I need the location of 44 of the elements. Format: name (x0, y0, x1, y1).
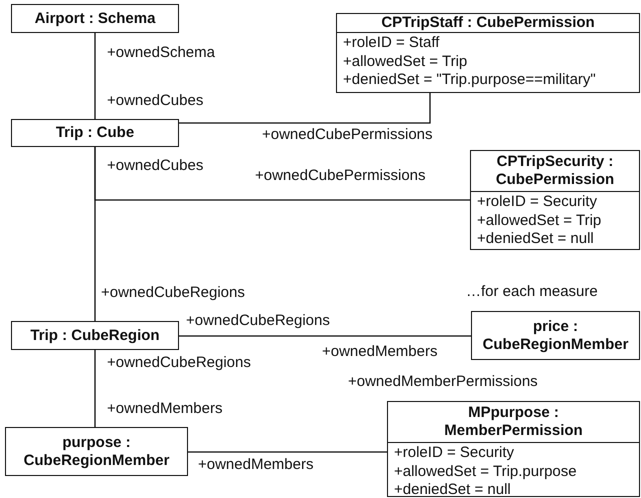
object-name: purpose : CubeRegionMember (22, 434, 170, 470)
object-name: CPTripSecurity : CubePermission (496, 153, 614, 188)
role-name: +ownedSchema (107, 45, 215, 61)
attribute-text: +roleID = Security (477, 193, 598, 210)
role-name: +ownedMemberPermissions (348, 374, 538, 390)
role-name: +ownedMembers (322, 344, 438, 360)
object-name: CPTripStaff : CubePermission (381, 14, 595, 31)
attribute-text: +roleID = Security (394, 444, 514, 461)
attribute-text: +allowedSet = Trip (343, 52, 468, 70)
attribute-text: +allowedSet = Trip (477, 212, 602, 228)
object-box (11, 119, 179, 147)
object-box (5, 427, 188, 476)
connector-line (94, 33, 96, 119)
object-name: MPpurpose : MemberPermission (444, 404, 583, 439)
attribute-text: +allowedSet = Trip.purpose (394, 462, 577, 480)
attribute-text: +deniedSet = "Trip.purpose==military" (343, 71, 596, 88)
attribute-text: +deniedSet = null (477, 230, 594, 247)
connector-line (94, 350, 96, 427)
object-box (471, 311, 640, 360)
role-name: +ownedMembers (198, 457, 314, 473)
role-name: +ownedCubePermissions (255, 168, 426, 184)
connector-line (179, 335, 471, 337)
note-text: …for each measure (466, 284, 598, 300)
object-box (11, 4, 179, 33)
role-name: +ownedCubes (107, 158, 204, 174)
attribute-text: +roleID = Staff (343, 34, 440, 51)
object-name: price : CubeRegionMember (482, 318, 630, 354)
object-box (336, 13, 640, 93)
attribute-text: +deniedSet = null (394, 481, 511, 498)
connector-line (188, 451, 387, 453)
object-name: Airport : Schema (34, 10, 156, 28)
object-box (470, 150, 640, 250)
connector-line (94, 147, 96, 321)
role-name: +ownedCubeRegions (101, 285, 245, 301)
object-name: Trip : CubeRegion (30, 326, 160, 344)
object-name: Trip : Cube (56, 124, 134, 142)
role-name: +ownedCubeRegions (186, 313, 330, 329)
object-box (11, 321, 179, 350)
role-name: +ownedMembers (107, 401, 222, 417)
object-box (387, 401, 640, 497)
connector-line (179, 93, 431, 124)
role-name: +ownedCubes (107, 93, 204, 109)
role-name: +ownedCubeRegions (107, 355, 251, 371)
edge-label: +ownedCubePermissions (262, 127, 433, 143)
